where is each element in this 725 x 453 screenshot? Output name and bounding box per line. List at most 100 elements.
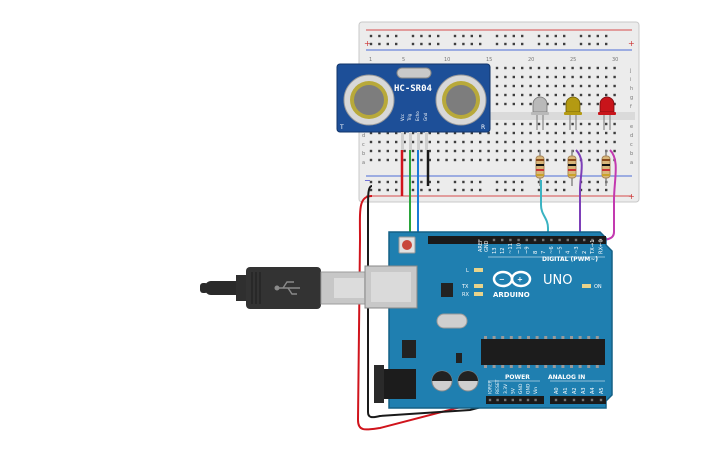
breadboard-hole[interactable] [453,188,457,192]
breadboard-hole[interactable] [521,84,524,88]
breadboard-hole[interactable] [554,66,557,70]
breadboard-hole[interactable] [411,42,415,46]
breadboard-hole[interactable] [563,93,566,97]
breadboard-hole[interactable] [512,42,515,46]
breadboard-hole[interactable] [546,93,549,97]
digital-pin-socket[interactable] [599,238,602,242]
breadboard-hole[interactable] [537,66,541,70]
breadboard-hole[interactable] [554,102,557,106]
breadboard-hole[interactable] [521,42,524,46]
breadboard-hole[interactable] [420,180,423,184]
breadboard-hole[interactable] [437,149,440,153]
breadboard-hole[interactable] [596,34,599,38]
breadboard-hole[interactable] [529,131,532,135]
breadboard-hole[interactable] [504,149,507,153]
breadboard-hole[interactable] [495,66,499,70]
breadboard-hole[interactable] [546,158,549,162]
breadboard-hole[interactable] [554,188,557,192]
breadboard-hole[interactable] [420,131,423,135]
breadboard-hole[interactable] [537,84,541,88]
breadboard-hole[interactable] [571,75,574,79]
digital-pin-socket[interactable] [533,238,537,242]
breadboard-hole[interactable] [579,66,583,70]
breadboard-hole[interactable] [487,149,490,153]
breadboard-hole[interactable] [420,42,423,46]
breadboard-hole[interactable] [504,66,507,70]
breadboard-hole[interactable] [386,42,389,46]
breadboard-hole[interactable] [596,42,599,46]
breadboard-hole[interactable] [403,140,406,144]
breadboard-hole[interactable] [579,149,583,153]
breadboard-hole[interactable] [596,180,599,184]
breadboard-hole[interactable] [588,102,591,106]
breadboard-hole[interactable] [588,75,591,79]
breadboard-hole[interactable] [537,149,541,153]
breadboard-hole[interactable] [386,158,389,162]
led-yellow[interactable] [564,96,582,130]
breadboard-hole[interactable] [588,84,591,88]
breadboard-hole[interactable] [554,84,557,88]
breadboard-hole[interactable] [512,180,515,184]
breadboard-hole[interactable] [579,75,583,79]
breadboard-hole[interactable] [537,131,541,135]
breadboard-hole[interactable] [479,158,482,162]
breadboard-hole[interactable] [588,122,591,126]
breadboard-hole[interactable] [546,75,549,79]
breadboard-hole[interactable] [504,84,507,88]
breadboard-hole[interactable] [546,66,549,70]
breadboard-hole[interactable] [487,131,490,135]
power-pin-socket[interactable] [488,398,492,402]
breadboard-hole[interactable] [479,34,482,38]
wire-led-1[interactable] [540,180,549,240]
breadboard-hole[interactable] [588,149,591,153]
breadboard-hole[interactable] [437,140,440,144]
digital-pin-socket[interactable] [583,238,586,242]
analog-pin-socket[interactable] [572,398,576,402]
breadboard-hole[interactable] [504,34,507,38]
breadboard-hole[interactable] [437,158,440,162]
breadboard-hole[interactable] [521,158,524,162]
breadboard-hole[interactable] [453,42,457,46]
breadboard-hole[interactable] [479,131,482,135]
breadboard-hole[interactable] [487,158,490,162]
breadboard-hole[interactable] [521,102,524,106]
breadboard-hole[interactable] [386,180,389,184]
breadboard-hole[interactable] [546,84,549,88]
breadboard-hole[interactable] [453,180,457,184]
breadboard-hole[interactable] [378,131,381,135]
breadboard-hole[interactable] [369,188,373,192]
breadboard-hole[interactable] [470,158,473,162]
breadboard-hole[interactable] [529,158,532,162]
breadboard-hole[interactable] [378,158,381,162]
breadboard-hole[interactable] [369,140,373,144]
breadboard-hole[interactable] [445,131,448,135]
breadboard-hole[interactable] [504,131,507,135]
breadboard-hole[interactable] [378,42,381,46]
breadboard-hole[interactable] [529,84,532,88]
breadboard-hole[interactable] [529,93,532,97]
breadboard-hole[interactable] [571,93,574,97]
breadboard-hole[interactable] [521,188,524,192]
breadboard-hole[interactable] [605,131,608,135]
breadboard-hole[interactable] [504,140,507,144]
breadboard-hole[interactable] [546,180,549,184]
breadboard-hole[interactable] [504,42,507,46]
breadboard-hole[interactable] [462,158,465,162]
breadboard-hole[interactable] [605,140,608,144]
breadboard-hole[interactable] [386,140,389,144]
breadboard-hole[interactable] [403,149,406,153]
breadboard-hole[interactable] [453,131,457,135]
breadboard-hole[interactable] [479,188,482,192]
digital-pin-socket[interactable] [574,238,578,242]
breadboard-hole[interactable] [495,188,499,192]
breadboard-hole[interactable] [554,122,557,126]
breadboard-hole[interactable] [571,66,574,70]
breadboard-hole[interactable] [395,140,398,144]
breadboard-hole[interactable] [487,140,490,144]
breadboard-hole[interactable] [437,42,440,46]
breadboard-hole[interactable] [395,42,398,46]
breadboard-hole[interactable] [521,34,524,38]
breadboard-hole[interactable] [495,122,499,126]
breadboard-hole[interactable] [571,140,574,144]
breadboard-hole[interactable] [529,149,532,153]
